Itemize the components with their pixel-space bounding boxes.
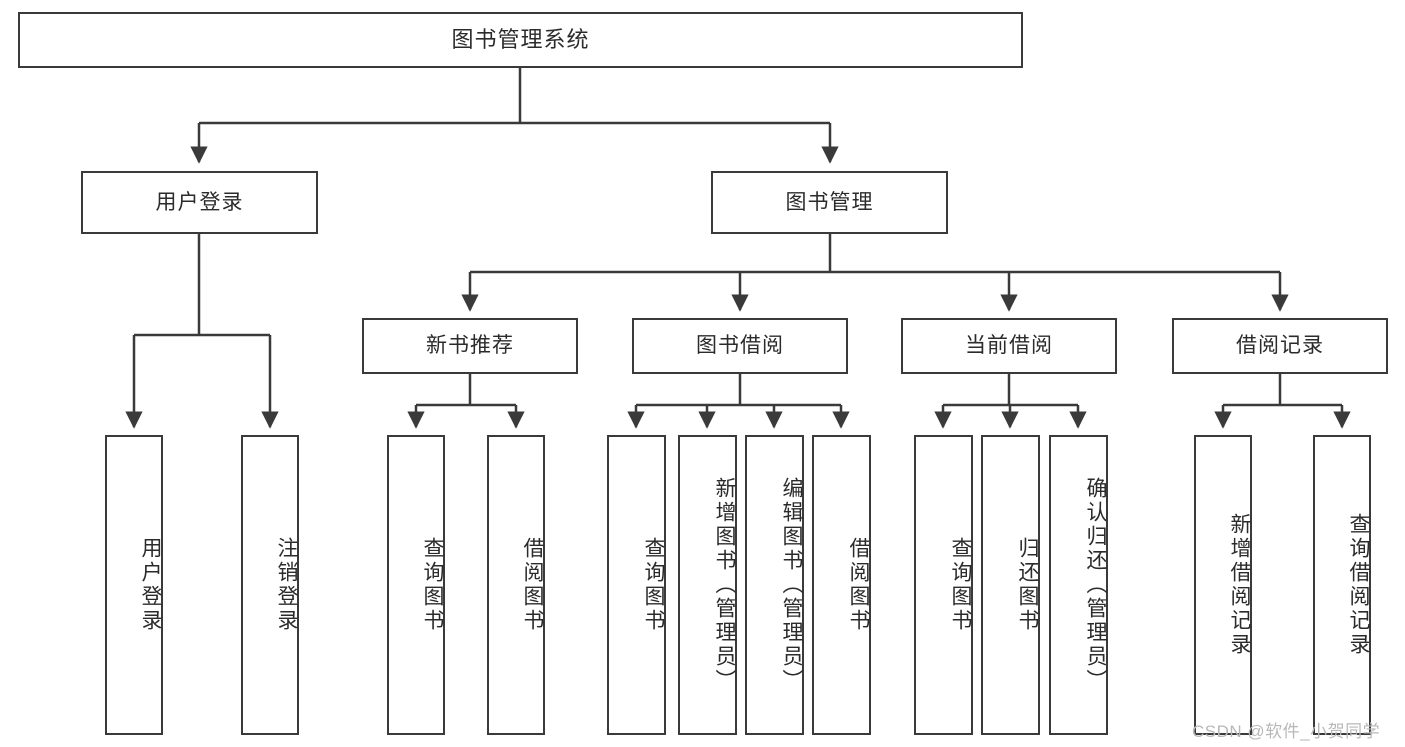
node-root[interactable]: 图书管理系统: [18, 12, 1023, 68]
leaf-borrow-book-recommend[interactable]: 借阅图书: [487, 435, 545, 735]
leaf-logout[interactable]: 注销登录: [241, 435, 299, 735]
node-current-borrow-label: 当前借阅: [965, 334, 1053, 358]
node-book-management[interactable]: 图书管理: [711, 171, 948, 234]
leaf-confirm-return-admin-label: 确认归还（管理员）: [1084, 477, 1107, 693]
leaf-borrow-book[interactable]: 借阅图书: [812, 435, 871, 735]
leaf-edit-book-admin-label: 编辑图书（管理员）: [780, 477, 803, 693]
leaf-add-borrow-record-label: 新增借阅记录: [1228, 513, 1251, 657]
leaf-query-book-current[interactable]: 查询图书: [914, 435, 973, 735]
node-book-borrow[interactable]: 图书借阅: [632, 318, 848, 374]
leaf-user-login[interactable]: 用户登录: [105, 435, 163, 735]
leaf-add-borrow-record[interactable]: 新增借阅记录: [1194, 435, 1252, 735]
node-user-login[interactable]: 用户登录: [81, 171, 318, 234]
leaf-query-book-recommend-label: 查询图书: [421, 537, 444, 633]
leaf-add-book-admin-label: 新增图书（管理员）: [713, 477, 736, 693]
leaf-query-book-recommend[interactable]: 查询图书: [387, 435, 445, 735]
node-book-management-label: 图书管理: [785, 190, 874, 214]
node-borrow-record-label: 借阅记录: [1236, 334, 1324, 358]
node-new-book-recommend-label: 新书推荐: [426, 334, 514, 358]
node-book-borrow-label: 图书借阅: [696, 334, 784, 358]
leaf-logout-label: 注销登录: [275, 537, 298, 633]
leaf-return-book[interactable]: 归还图书: [981, 435, 1040, 735]
csdn-watermark: CSDN @软件_小贺同学: [1192, 722, 1381, 741]
leaf-query-book-current-label: 查询图书: [949, 537, 972, 633]
leaf-return-book-label: 归还图书: [1016, 537, 1039, 633]
leaf-borrow-book-recommend-label: 借阅图书: [521, 537, 544, 633]
leaf-query-book-borrow-label: 查询图书: [642, 537, 665, 633]
leaf-confirm-return-admin[interactable]: 确认归还（管理员）: [1049, 435, 1108, 735]
leaf-query-borrow-record-label: 查询借阅记录: [1347, 513, 1370, 657]
node-borrow-record[interactable]: 借阅记录: [1172, 318, 1388, 374]
node-new-book-recommend[interactable]: 新书推荐: [362, 318, 578, 374]
leaf-user-login-label: 用户登录: [139, 537, 162, 633]
node-user-login-label: 用户登录: [155, 190, 244, 214]
leaf-query-borrow-record[interactable]: 查询借阅记录: [1313, 435, 1371, 735]
leaf-query-book-borrow[interactable]: 查询图书: [607, 435, 666, 735]
node-current-borrow[interactable]: 当前借阅: [901, 318, 1117, 374]
leaf-add-book-admin[interactable]: 新增图书（管理员）: [678, 435, 737, 735]
node-root-label: 图书管理系统: [451, 26, 590, 52]
leaf-borrow-book-label: 借阅图书: [847, 537, 870, 633]
leaf-edit-book-admin[interactable]: 编辑图书（管理员）: [745, 435, 804, 735]
